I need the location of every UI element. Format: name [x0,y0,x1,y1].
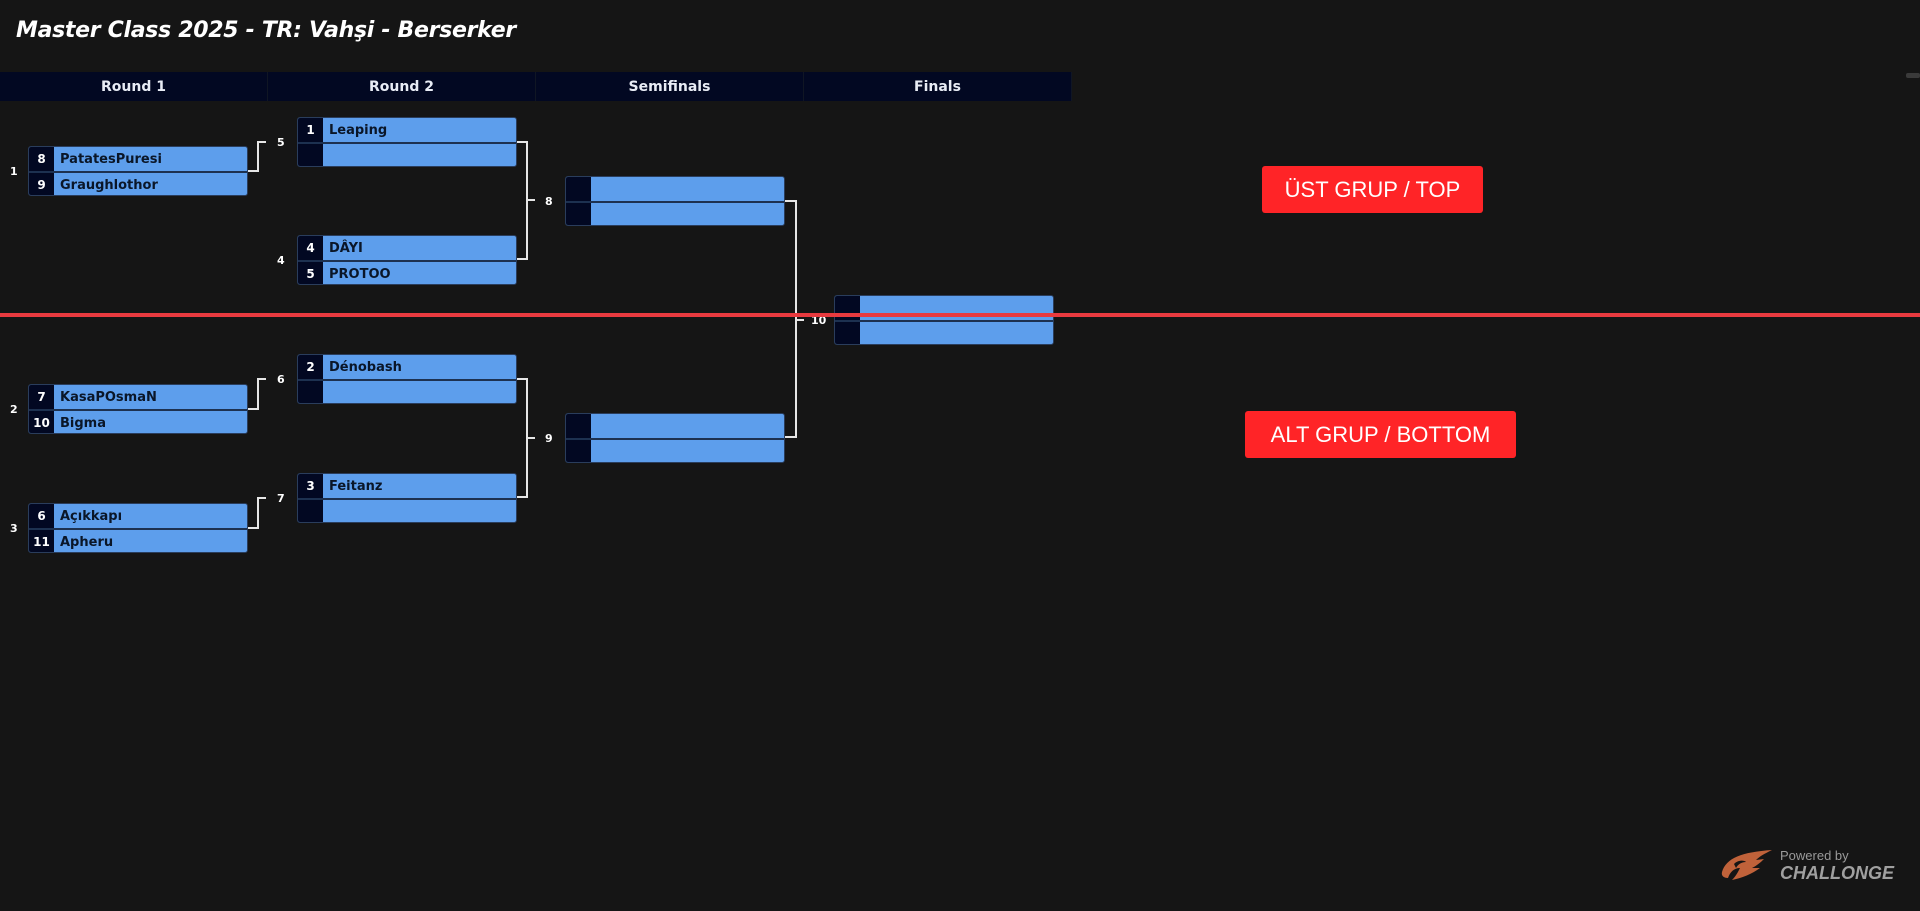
seed: 9 [29,173,54,195]
match-id-10: 10 [811,314,827,327]
match-6-player-1[interactable]: 2 Dénobash [298,355,516,379]
group-divider-line [0,313,1920,317]
player-name: Açıkkapı [60,508,123,524]
top-group-label: ÜST GRUP / TOP [1262,166,1483,213]
seed: 3 [298,474,323,498]
match-9-player-1[interactable] [566,414,784,438]
player-name [323,144,516,166]
match-6-player-2[interactable] [298,379,516,403]
match-id-5: 5 [277,136,285,149]
player-name: Bigma [60,415,106,431]
connector-m8-m10 [785,200,797,438]
match-9-player-2[interactable] [566,438,784,462]
seed: 8 [29,147,54,171]
player-name [323,381,516,403]
player-name [591,203,784,225]
round-header-round-2: Round 2 [268,72,536,101]
player-name [591,414,784,438]
match-10[interactable] [834,295,1054,345]
seed: 5 [298,262,323,284]
seed: 10 [29,411,54,433]
seed: 4 [298,236,323,260]
horizontal-scrollbar[interactable] [1906,73,1920,78]
challonge-brand-text: CHALLONGE [1780,862,1894,883]
match-7-player-1[interactable]: 3 Feitanz [298,474,516,498]
match-6[interactable]: 2 Dénobash [297,354,517,404]
match-8-player-2[interactable] [566,201,784,225]
player-name: Feitanz [329,478,383,494]
match-3-player-1[interactable]: 6 Açıkkapı [29,504,247,528]
match-4-player-1[interactable]: 4 DÂYI [298,236,516,260]
match-8-player-1[interactable] [566,177,784,201]
match-id-2: 2 [10,403,18,416]
match-1-player-2[interactable]: 9 Graughlothor [29,171,247,195]
player-name: PROTOO [329,266,391,282]
player-name: Graughlothor [60,177,158,193]
match-1[interactable]: 8 PatatesPuresi 9 Graughlothor [28,146,248,196]
tournament-title: Master Class 2025 - TR: Vahşi - Berserke… [16,18,516,43]
match-2[interactable]: 7 KasaPOsmaN 10 Bigma [28,384,248,434]
round-header-round-1: Round 1 [0,72,268,101]
powered-by-text: Powered by [1780,847,1849,863]
connector-m1-m5 [248,141,266,172]
match-id-8: 8 [545,195,553,208]
seed: 2 [298,355,323,379]
seed [566,177,591,201]
seed [566,203,591,225]
round-header: Round 1 Round 2 Semifinals Finals [0,72,1072,101]
match-8[interactable] [565,176,785,226]
connector-m3-m7 [248,497,266,529]
seed [835,322,860,344]
match-9[interactable] [565,413,785,463]
match-3-player-2[interactable]: 11 Apheru [29,528,247,552]
challonge-logo-icon [1721,850,1772,880]
match-1-player-1[interactable]: 8 PatatesPuresi [29,147,247,171]
match-4[interactable]: 4 DÂYI 5 PROTOO [297,235,517,285]
match-3[interactable]: 6 Açıkkapı 11 Apheru [28,503,248,553]
seed [298,144,323,166]
match-id-7: 7 [277,492,285,505]
match-2-player-2[interactable]: 10 Bigma [29,409,247,433]
seed: 6 [29,504,54,528]
player-name: Dénobash [329,359,402,375]
match-id-6: 6 [277,373,285,386]
match-5-player-1[interactable]: 1 Leaping [298,118,516,142]
seed: 11 [29,530,54,552]
round-header-semifinals: Semifinals [536,72,804,101]
match-5[interactable]: 1 Leaping [297,117,517,167]
seed: 7 [29,385,54,409]
match-10-player-2[interactable] [835,320,1053,344]
seed [298,500,323,522]
match-2-player-1[interactable]: 7 KasaPOsmaN [29,385,247,409]
round-header-finals: Finals [804,72,1072,101]
player-name [591,177,784,201]
seed: 1 [298,118,323,142]
seed [566,414,591,438]
player-name: PatatesPuresi [60,151,162,167]
connector-m5-m8 [517,141,528,260]
powered-by-challonge[interactable]: Powered by CHALLONGE [1718,846,1894,884]
player-name: DÂYI [329,240,363,256]
match-id-1: 1 [10,165,18,178]
match-id-9: 9 [545,432,553,445]
seed [298,381,323,403]
player-name [860,322,1053,344]
player-name: KasaPOsmaN [60,389,157,405]
match-4-player-2[interactable]: 5 PROTOO [298,260,516,284]
player-name: Leaping [329,122,388,138]
connector-m6-m9 [517,378,528,498]
player-name [323,500,516,522]
player-name: Apheru [60,534,114,550]
match-7[interactable]: 3 Feitanz [297,473,517,523]
player-name [591,440,784,462]
seed [566,440,591,462]
connector-m2-m6 [248,378,266,410]
match-7-player-2[interactable] [298,498,516,522]
match-id-4: 4 [277,254,285,267]
match-5-player-2[interactable] [298,142,516,166]
bottom-group-label: ALT GRUP / BOTTOM [1245,411,1516,458]
match-id-3: 3 [10,522,18,535]
